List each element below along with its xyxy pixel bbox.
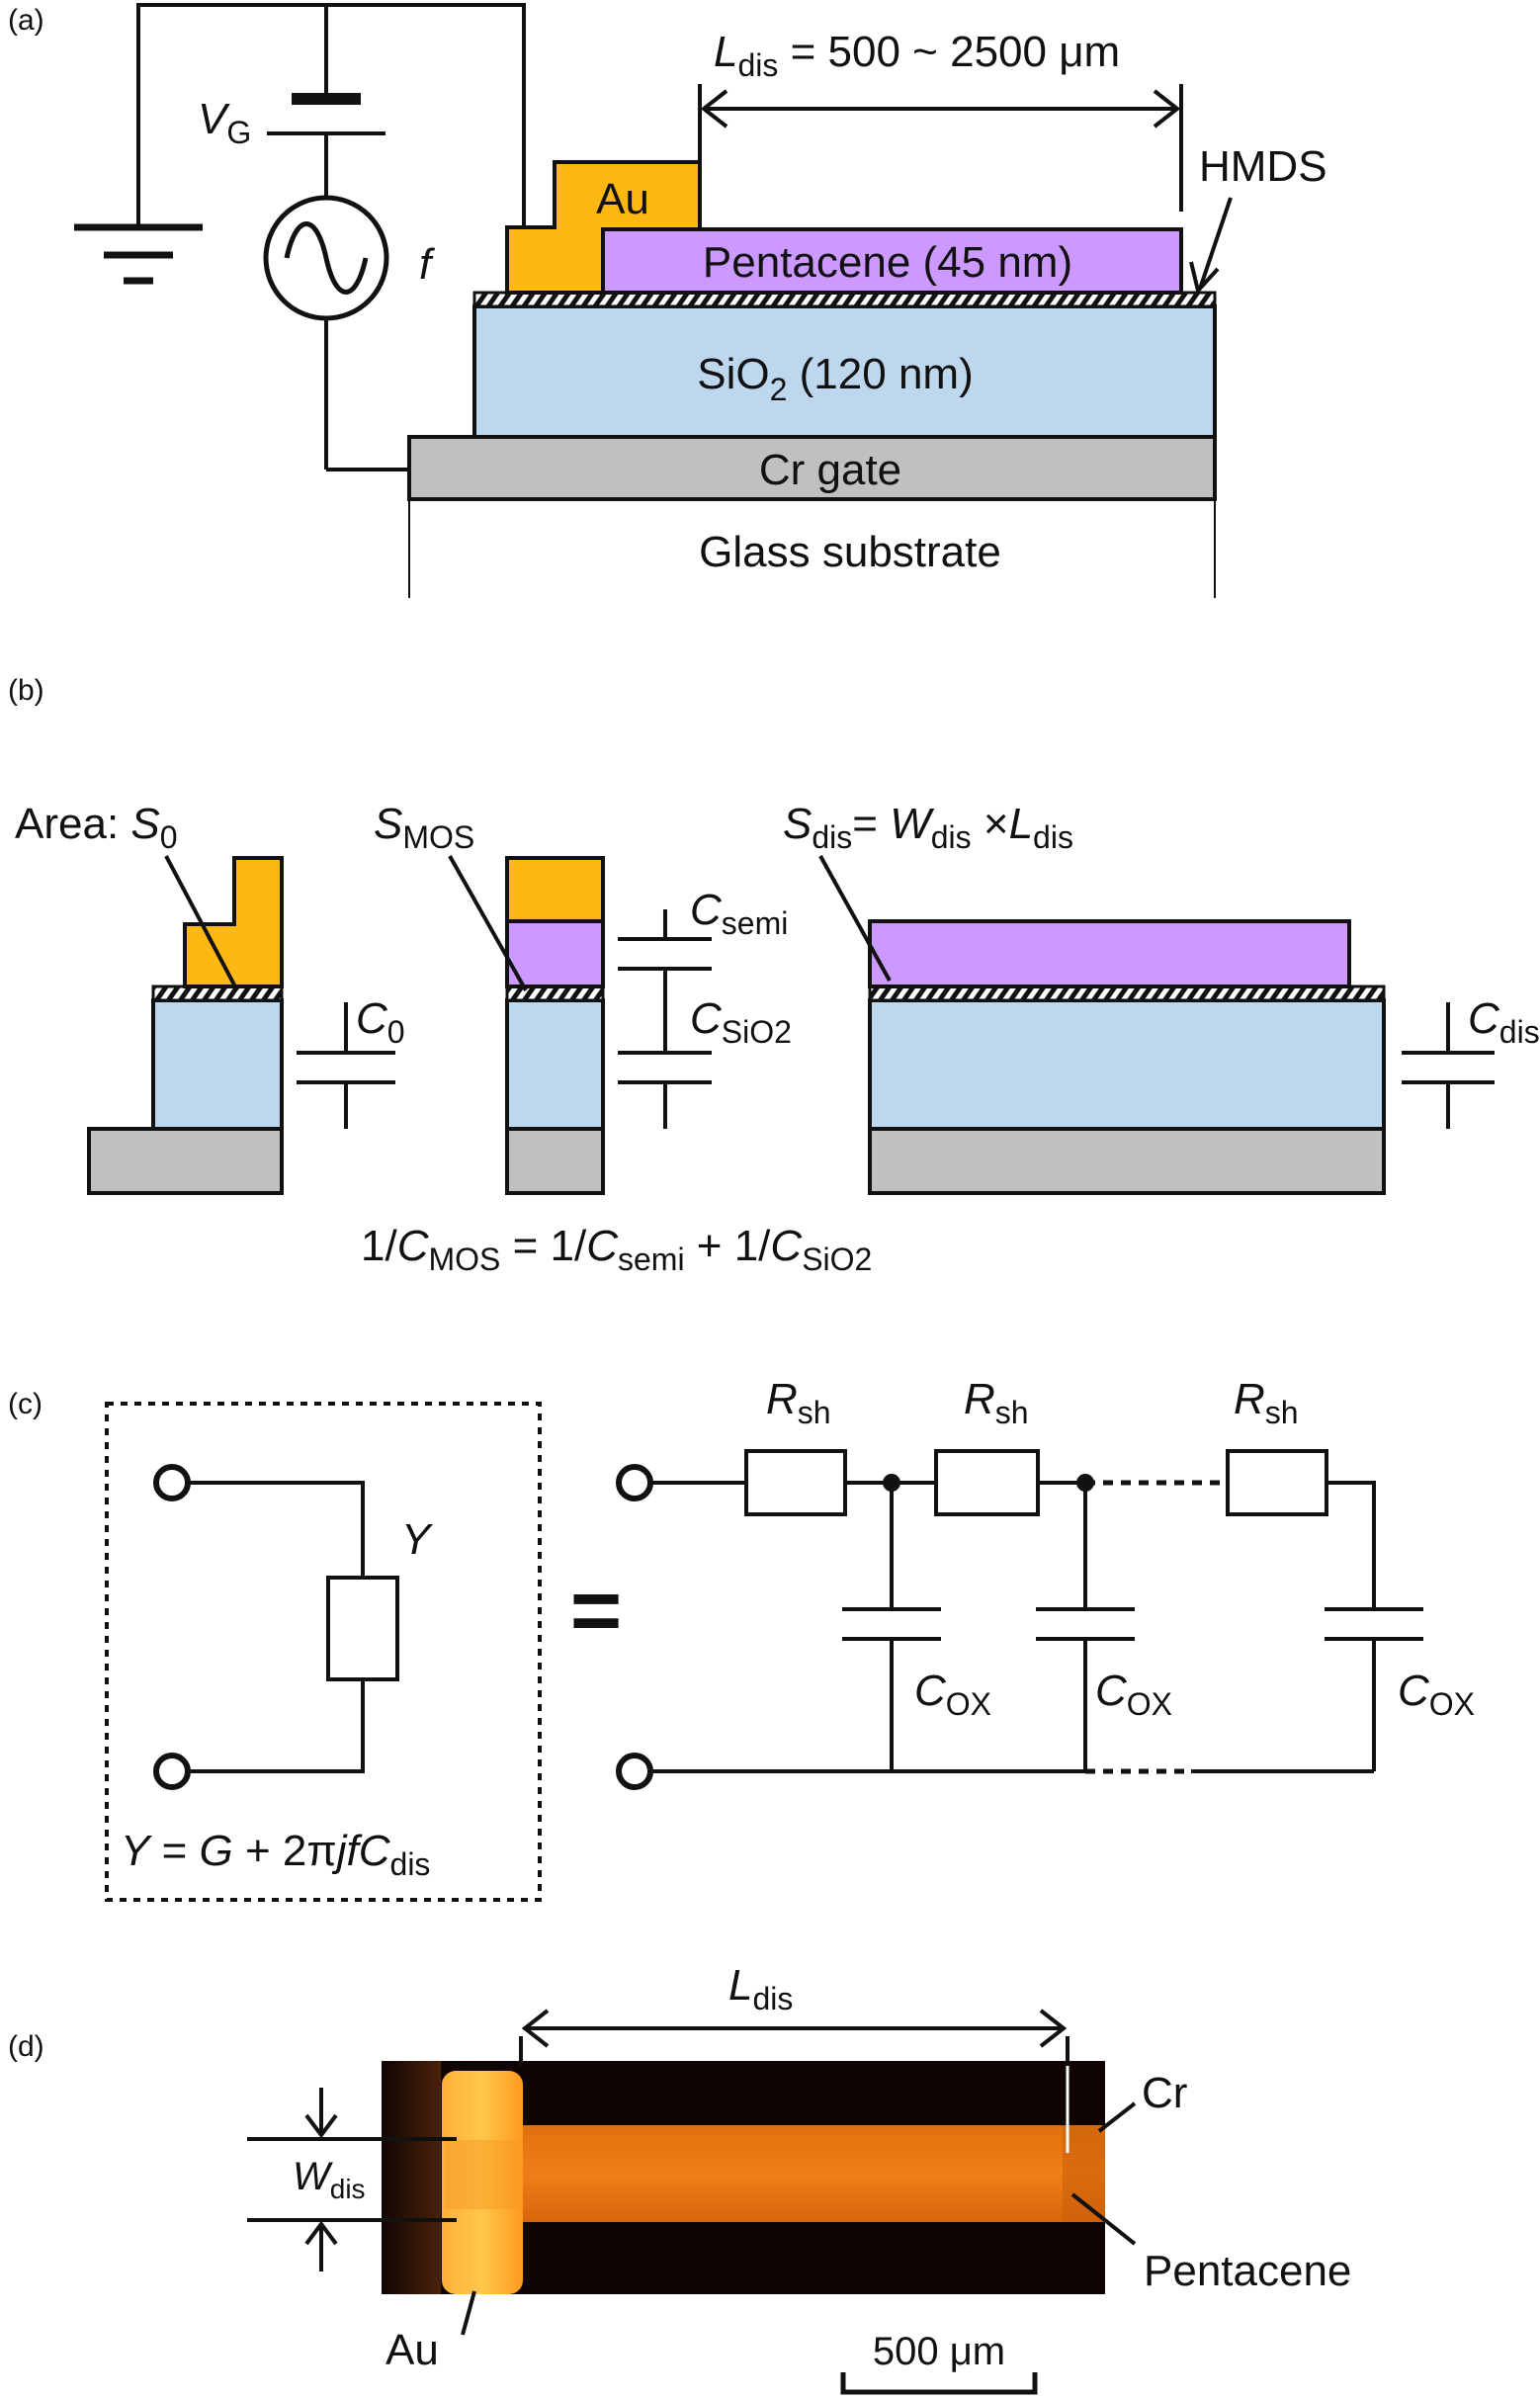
cr-gate-layer [407, 435, 1217, 501]
junction-dot-2 [1076, 1474, 1094, 1492]
scale-bar [840, 2372, 1038, 2395]
ac-source-icon [263, 195, 389, 321]
smos-label: SMOS [374, 800, 474, 855]
area-s0-label: Area: S0 [15, 800, 178, 855]
scale-bar-label: 500 μm [873, 2330, 1005, 2373]
s0-region-block [87, 855, 284, 1195]
ldis-dimension-a [698, 84, 1183, 212]
cr-label: Cr [1142, 2069, 1187, 2117]
panel-b: (b) Area: S0 SMOS Sdis= Wdis ×Ldis [8, 674, 1540, 1277]
cox-label-3: COX [1398, 1667, 1475, 1722]
d-pointers [461, 2101, 1137, 2336]
admittance-equation: Y = G + 2πjfCdis [121, 1827, 430, 1882]
terminal-top-left [153, 1464, 191, 1501]
csemi-label: Csemi [690, 886, 788, 941]
panel-c: (c) Y Y = G + 2πjfCdis = [8, 1375, 1475, 1902]
cmos-equation: 1/CMOS = 1/Csemi + 1/CSiO2 [361, 1222, 872, 1277]
smos-region-block [448, 855, 605, 1195]
terminal-bottom-right [616, 1753, 653, 1790]
battery-icon [267, 93, 385, 135]
rsh-label-2: Rsh [964, 1375, 1029, 1430]
glass-substrate-label: Glass substrate [699, 528, 1001, 576]
csio2-label: CSiO2 [690, 994, 792, 1050]
panel-a: (a) VG f [8, 3, 1327, 598]
panel-c-tag: (c) [8, 1388, 43, 1420]
rsh-label-1: Rsh [766, 1375, 831, 1430]
cdis-capacitor-icon [1402, 1002, 1495, 1129]
hmds-pointer [1189, 197, 1233, 296]
rsh-label-3: Rsh [1234, 1375, 1299, 1430]
cox-label-2: COX [1095, 1667, 1172, 1722]
sdis-region-block [818, 855, 1386, 1195]
sio2-label: SiO2 (120 nm) [697, 350, 973, 407]
sio2-layer [472, 304, 1217, 439]
cdis-label: Cdis [1468, 994, 1540, 1050]
admittance-box [105, 1402, 542, 1902]
admittance-circuit [188, 1481, 399, 1773]
micrograph-image [382, 2061, 1105, 2294]
panel-d-tag: (d) [8, 2030, 44, 2063]
y-label: Y [401, 1515, 433, 1564]
pentacene-layer [601, 227, 1183, 295]
au-label: Au [596, 175, 649, 223]
ladder-network [652, 1449, 1423, 1774]
vg-label: VG [198, 95, 251, 150]
series-capacitors-icon [618, 909, 712, 1129]
hmds-label: HMDS [1199, 142, 1327, 191]
cox-label-1: COX [914, 1667, 991, 1722]
c0-capacitor-icon [297, 1002, 395, 1129]
c0-label: C0 [356, 994, 405, 1050]
ldis-label-d: Ldis [728, 1961, 793, 2016]
sdis-label: Sdis= Wdis ×Ldis [783, 800, 1073, 855]
panel-d: (d) Ldis Wdis [8, 1961, 1351, 2395]
terminal-bottom-left [153, 1753, 191, 1790]
wdis-dimension [247, 2088, 457, 2271]
wdis-label: Wdis [293, 2155, 366, 2204]
pentacene-label: Pentacene (45 nm) [703, 238, 1072, 287]
equals-sign: = [570, 1562, 623, 1661]
panel-a-tag: (a) [8, 4, 44, 37]
cr-gate-label: Cr gate [759, 446, 901, 494]
pentacene-label-d: Pentacene [1144, 2247, 1351, 2295]
au-label-d: Au [385, 2326, 439, 2374]
junction-dot-1 [883, 1474, 900, 1492]
ground-icon [74, 223, 203, 285]
panel-b-tag: (b) [8, 674, 44, 707]
terminal-top-right [616, 1464, 653, 1501]
frequency-label: f [419, 240, 436, 289]
hmds-layer [472, 291, 1217, 308]
ldis-label-a: Ldis = 500 ~ 2500 μm [714, 28, 1120, 83]
ldis-dimension-d [519, 2009, 1069, 2066]
